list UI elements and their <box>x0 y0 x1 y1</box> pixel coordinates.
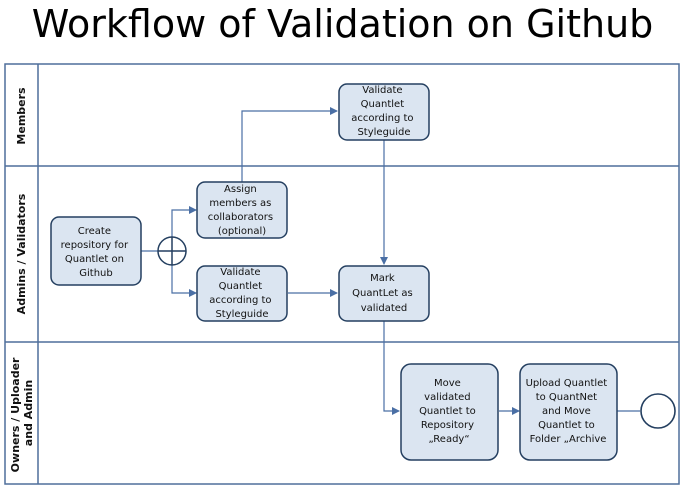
diagram-title: Workflow of Validation on Github <box>31 2 654 46</box>
flow-gateway-to-validate-admin <box>171 265 197 297</box>
svg-text:Mark QuantLet as v: Mark QuantLet as validated <box>352 273 416 314</box>
svg-text:Assign members as: Assign members as collaborators (optiona… <box>208 184 277 237</box>
svg-text:Validate Quantlet: Validate Quantlet according to Styleguid… <box>351 85 416 138</box>
task-validate-quantlet-member: Validate Quantlet according to Styleguid… <box>338 83 430 141</box>
flow-assign-to-validate-member <box>241 107 338 182</box>
pool-border <box>4 63 680 485</box>
lane-label-members: Members <box>15 87 28 145</box>
task-upload-and-archive: Upload Quantlet to QuantNet and Move Qua… <box>519 363 618 461</box>
lane-label-admins: Admins / Validators <box>15 193 28 314</box>
end-event <box>640 393 676 429</box>
task-assign-members: Assign members as collaborators (optiona… <box>196 181 288 239</box>
task-create-repository: Create repository for Quantlet on Github <box>50 216 142 286</box>
svg-text:Create repository for: Create repository for Quantlet on Github <box>61 226 132 279</box>
svg-text:Validate Quantlet: Validate Quantlet according to Styleguid… <box>209 267 274 320</box>
task-move-to-ready: Move validated Quantlet to Repository „R… <box>400 363 499 461</box>
svg-text:Upload Quantlet to Quant: Upload Quantlet to QuantNet and Move Qua… <box>526 378 611 445</box>
flow-mark-to-move <box>383 321 400 415</box>
svg-text:Move validated Qua: Move validated Quantlet to Repository „R… <box>419 378 479 445</box>
task-validate-quantlet-admin: Validate Quantlet according to Styleguid… <box>196 265 288 322</box>
parallel-gateway <box>157 236 187 266</box>
task-mark-validated: Mark QuantLet as validated <box>338 265 430 322</box>
lane-label-owners: Owners / Uploader and Admin <box>9 354 35 473</box>
flow-gateway-to-assign <box>171 206 197 237</box>
